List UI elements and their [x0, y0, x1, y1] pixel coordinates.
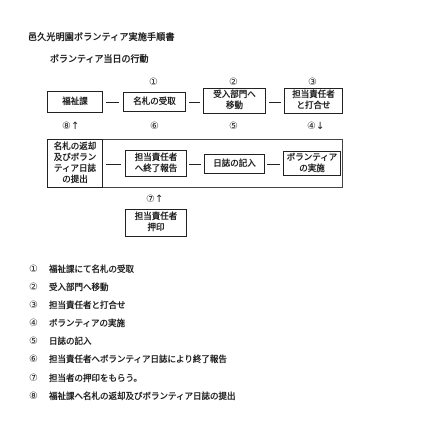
- step-text: 担当者の押印をもらう。: [49, 374, 142, 384]
- flow-box-text: 受入部門へ: [213, 90, 256, 100]
- flow-box-write-log: 日誌の記入: [204, 154, 265, 174]
- step-number: ④: [29, 318, 38, 329]
- row1-step-label-1: ①: [149, 77, 158, 88]
- flow-box-meet-supervisor: 担当責任者 と打合せ: [284, 88, 343, 114]
- row1-step-label-2: ②: [229, 77, 238, 88]
- connector-arrow: [267, 164, 280, 165]
- flow-box-return-nametag-submit-log: 名札の返却 及びボラン ティア日誌 の提出: [47, 139, 103, 188]
- flow-box-text: 日誌の記入: [213, 158, 256, 169]
- step-text: ボランティアの実施: [49, 319, 125, 329]
- step-number: ②: [29, 282, 38, 293]
- flow-box-text: 担当責任者: [134, 212, 178, 222]
- flow-box-supervisor-stamp: 担当責任者 押印: [125, 209, 187, 237]
- step-text: 福祉課にて名札の受取: [49, 265, 135, 275]
- section-subtitle: ボランティア当日の行動: [50, 55, 149, 65]
- flow-box-welfare-section: 福祉課: [47, 91, 103, 113]
- flow-box-text: 及びボラン: [53, 152, 97, 163]
- flow-box-text: へ終了報告: [134, 163, 178, 174]
- flow-box-text: の提出: [62, 174, 88, 185]
- flow-box-text: 名札の受取: [133, 96, 176, 107]
- row2-step-label-2: ⑥: [150, 121, 159, 132]
- step-text: 日誌の記入: [49, 337, 92, 347]
- flow-box-receive-nametag: 名札の受取: [123, 92, 186, 112]
- step-text: 担当責任者と打合せ: [49, 301, 126, 311]
- flow-box-text: と打合せ: [296, 101, 331, 111]
- row2-step-label-3: ⑤: [229, 121, 238, 132]
- step-number: ③: [29, 300, 38, 311]
- flow-box-text: 福祉課: [62, 96, 88, 107]
- connector-arrow: [106, 164, 121, 165]
- flow-box-text: 担当責任者: [292, 90, 335, 100]
- connector-arrow: [189, 102, 200, 103]
- flow-box-text: ティア日誌: [54, 163, 96, 174]
- row3-step-label-1: ⑦↑: [146, 194, 164, 205]
- step-text: 担当責任者へボランティア日誌により終了報告: [49, 355, 227, 365]
- step-number: ⑦: [29, 373, 38, 384]
- connector-arrow: [269, 102, 281, 103]
- row2-step-label-1: ⑧↑: [62, 121, 80, 132]
- step-text: 福祉課へ名札の返却及びボランティア日誌の提出: [49, 392, 236, 402]
- connector-arrow: [189, 164, 201, 165]
- step-text: 受入部門へ移動: [49, 283, 109, 293]
- step-number: ⑥: [29, 354, 38, 365]
- flow-box-report-completion: 担当責任者 へ終了報告: [125, 150, 187, 177]
- flow-box-perform-volunteer: ボランティア の実施: [283, 151, 341, 176]
- flow-box-text: ボランティア: [286, 152, 338, 163]
- flow-box-text: 担当責任者: [134, 152, 178, 163]
- flow-box-text: 移動: [225, 101, 243, 111]
- row1-step-label-3: ③: [308, 77, 317, 88]
- step-number: ⑤: [29, 336, 38, 347]
- flow-box-move-to-department: 受入部門へ 移動: [203, 88, 266, 114]
- row2-step-label-4: ④↓: [307, 121, 325, 132]
- flow-box-text: 名札の返却: [53, 141, 97, 152]
- step-number: ①: [29, 264, 38, 275]
- flow-box-text: の実施: [299, 163, 325, 174]
- step-number: ⑧: [29, 391, 38, 402]
- flow-box-text: 押印: [147, 223, 165, 233]
- document-title: 邑久光明園ボランティア実施手順書: [28, 33, 175, 43]
- connector-arrow: [106, 102, 119, 103]
